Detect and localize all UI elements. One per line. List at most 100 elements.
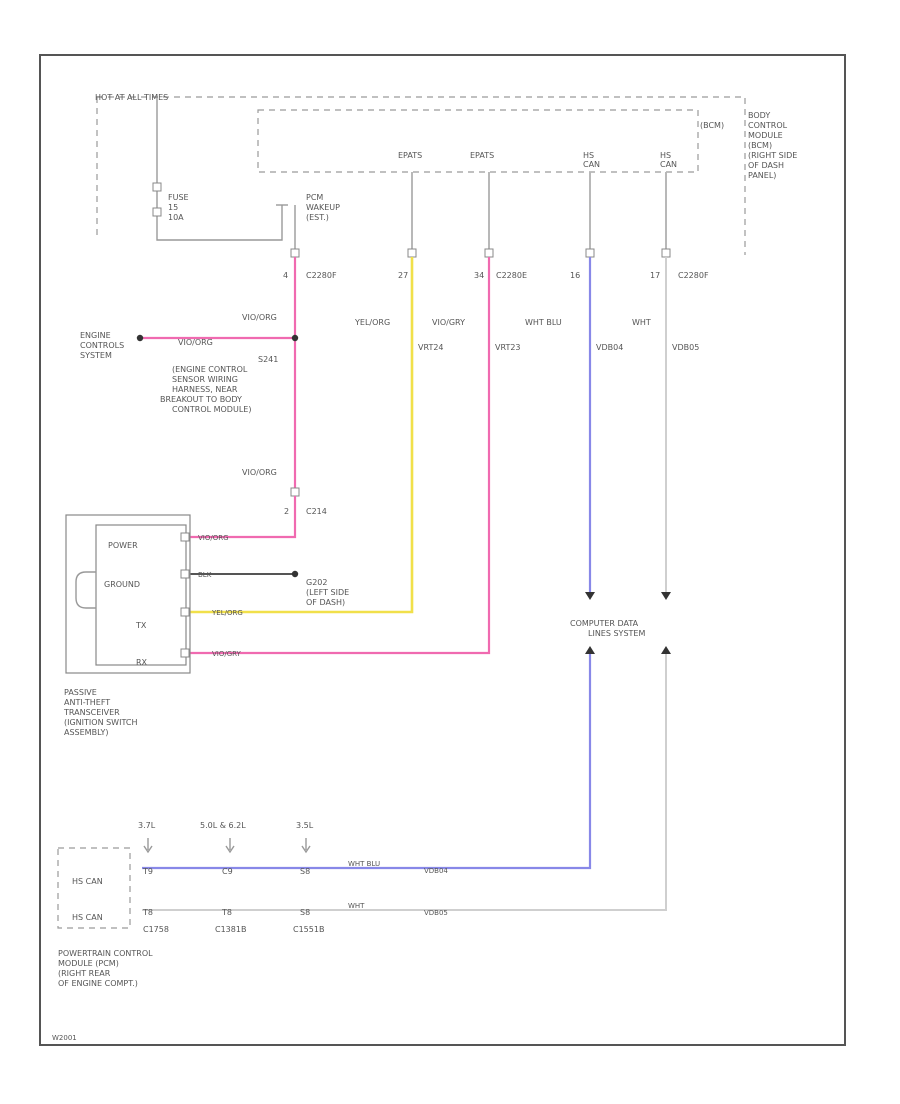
pats-cavity-power: [180, 532, 190, 542]
epats-pin-label-1: EPATS: [398, 151, 422, 160]
wire-rx-vio-gry: [185, 257, 491, 655]
hs-can-low-pin-label: HS CAN: [660, 151, 677, 169]
pats-pin-power: POWER: [108, 541, 138, 550]
computer-data-lines-label: COMPUTER DATA LINES SYSTEM: [570, 619, 645, 638]
circuit-vrt23: VRT23: [495, 343, 521, 352]
connector-c1758: C1758: [143, 925, 169, 934]
option-arrow-2: [225, 838, 235, 854]
pats-tx-wire-color: YEL/ORG: [211, 609, 243, 617]
pats-pin-tx: TX: [135, 621, 147, 630]
c2280e-cavity-27: [407, 248, 417, 258]
pin-t9: T9: [142, 867, 153, 876]
cavity-number-4: 4: [283, 271, 288, 280]
c2280f-cavity-16: [585, 248, 595, 258]
engine-controls-label: ENGINE CONTROLS SYSTEM: [80, 331, 127, 360]
pats-ground-wire-color: BLK: [198, 571, 212, 579]
c2280e-cavity-34: [484, 248, 494, 258]
cavity-number-16: 16: [570, 271, 580, 280]
connector-c2280e-label: C2280E: [496, 271, 527, 280]
wire-hs-canl-pcm: [142, 654, 667, 911]
pin-c9: C9: [222, 867, 233, 876]
bcm-tag-label: (BCM): [700, 121, 724, 130]
connector-c2280f-label: C2280F: [306, 271, 337, 280]
pcm-circuit-vdb04: VDB04: [424, 867, 448, 875]
wire-color-yel-org: YEL/ORG: [354, 318, 390, 327]
wire-power-to-pats: [185, 496, 297, 539]
pats-cavity-tx: [180, 607, 190, 617]
wire-color-wht-blu: WHT BLU: [525, 318, 562, 327]
fuse-terminal-bottom: [152, 207, 162, 217]
arrow-canh-up: [585, 646, 595, 654]
cavity-number-17: 17: [650, 271, 660, 280]
splice-s241-label: S241 (ENGINE CONTROL SENSOR WIRING HARNE…: [160, 355, 281, 414]
splice-s241: [291, 334, 299, 342]
pats-power-wire-color: VIO/ORG: [198, 534, 229, 542]
pin-t8-b: T8: [221, 908, 232, 917]
fuse-terminal-top: [152, 182, 162, 192]
bcm-label: BODY CONTROL MODULE (BCM) (RIGHT SIDE OF…: [748, 111, 800, 180]
pats-pin-rx: RX: [136, 658, 148, 667]
pats-housing: [65, 514, 191, 674]
fuse-circuit: [156, 100, 283, 241]
c2280f-cavity-4: [290, 248, 300, 258]
pats-pin-ground: GROUND: [104, 580, 140, 589]
pats-label: PASSIVE ANTI-THEFT TRANSCEIVER (IGNITION…: [63, 688, 140, 737]
bcm-outline: [97, 96, 746, 255]
pin-s8: S8: [300, 867, 310, 876]
pats-cavity-ground: [180, 569, 190, 579]
engine-controls-terminal: [136, 334, 144, 342]
wire-color-wht: WHT: [632, 318, 651, 327]
pcm-pin-hs-can-2: HS CAN: [72, 913, 103, 922]
wire-hs-canh-pcm: [142, 654, 592, 870]
circuit-vdb05: VDB05: [672, 343, 699, 352]
pats-rx-wire-color: VIO/GRY: [212, 650, 242, 658]
circuit-vrt24: VRT24: [418, 343, 444, 352]
engine-option-3-7l: 3.7L: [138, 821, 156, 830]
wire-color-vio-org: VIO/ORG: [242, 313, 277, 322]
arrow-canh-down: [585, 592, 595, 600]
ground-g202-terminal: [291, 570, 299, 578]
c2280f-cavity-17: [661, 248, 671, 258]
pcm-label: POWERTRAIN CONTROL MODULE (PCM) (RIGHT R…: [58, 949, 155, 988]
engine-wire-color: VIO/ORG: [178, 338, 213, 347]
connector-c1551b: C1551B: [293, 925, 324, 934]
option-arrow-1: [143, 838, 153, 854]
option-arrow-3: [301, 838, 311, 854]
diagram-frame: [39, 54, 846, 1046]
arrow-canl-down: [661, 592, 671, 600]
figure-number: W2001: [52, 1034, 77, 1042]
connector-c2280f-label-2: C2280F: [678, 271, 709, 280]
pcm-wire-color-wht-blu: WHT BLU: [348, 860, 380, 868]
wire-tx-yel-org: [185, 257, 414, 614]
ground-g202-label: G202 (LEFT SIDE OF DASH): [306, 578, 352, 607]
pcm-wire-color-wht: WHT: [348, 902, 365, 910]
pcm-pin-hs-can-1: HS CAN: [72, 877, 103, 886]
epats-pin-label-2: EPATS: [470, 151, 494, 160]
cavity-number-34: 34: [474, 271, 484, 280]
c214-cavity: [290, 487, 300, 497]
hot-at-all-times-label: HOT AT ALL TIMES: [95, 93, 168, 102]
fuse-label: FUSE 15 10A: [168, 193, 191, 222]
circuit-vdb04: VDB04: [596, 343, 623, 352]
c214-pin-number: 2: [284, 507, 289, 516]
engine-option-3-5l: 3.5L: [296, 821, 314, 830]
hs-can-high-pin-label: HS CAN: [583, 151, 600, 169]
pcm-outline: [57, 847, 131, 929]
pcm-circuit-vdb05: VDB05: [424, 909, 448, 917]
engine-option-5-0l-6-2l: 5.0L & 6.2L: [200, 821, 246, 830]
pats-coil: [75, 571, 96, 609]
wire-color-vio-gry: VIO/GRY: [432, 318, 465, 327]
bcm-inner-outline: [257, 109, 699, 173]
pin-s8-b: S8: [300, 908, 310, 917]
pcm-wakeup-label: PCM WAKEUP (EST.): [306, 193, 342, 222]
pats-cavity-rx: [180, 648, 190, 658]
wire-color-vio-org-lower: VIO/ORG: [242, 468, 277, 477]
pats-module: [95, 524, 187, 666]
arrow-canl-up: [661, 646, 671, 654]
pin-t8: T8: [142, 908, 153, 917]
connector-c1381b: C1381B: [215, 925, 246, 934]
c214-label: C214: [306, 507, 327, 516]
cavity-number-27: 27: [398, 271, 408, 280]
